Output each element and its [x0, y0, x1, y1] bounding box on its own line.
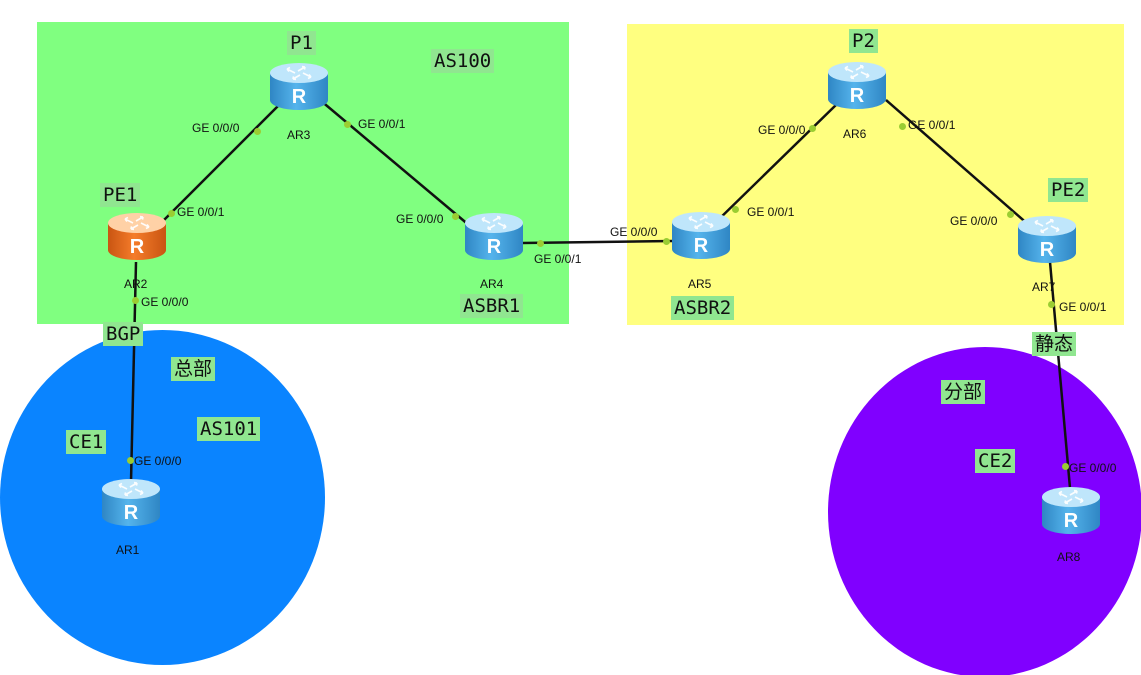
label-pe2: PE2	[1048, 178, 1089, 202]
router-ar4[interactable]: R	[463, 210, 525, 262]
port-dot	[1007, 211, 1014, 218]
link-ar7-ar8[interactable]	[1048, 261, 1072, 489]
label-as100: AS100	[431, 49, 495, 73]
port-label: GE 0/0/1	[908, 118, 956, 132]
svg-text:R: R	[130, 236, 145, 258]
port-dot	[168, 210, 175, 217]
router-name-ar3: AR3	[287, 128, 311, 142]
router-ar2[interactable]: R	[106, 210, 168, 262]
svg-text:R: R	[694, 235, 709, 257]
port-label: GE 0/0/1	[747, 205, 795, 219]
router-icon: R	[108, 213, 166, 260]
router-ar7[interactable]: R	[1016, 213, 1078, 265]
port-label: GE 0/0/0	[141, 295, 189, 309]
svg-text:R: R	[292, 86, 307, 108]
router-name-ar4: AR4	[480, 277, 504, 291]
port-dot	[732, 206, 739, 213]
port-dot	[663, 238, 670, 245]
port-dot	[809, 125, 816, 132]
router-ar5[interactable]: R	[670, 209, 732, 261]
router-name-ar6: AR6	[843, 127, 867, 141]
router-ar8[interactable]: R	[1040, 484, 1102, 536]
port-dot	[1062, 463, 1069, 470]
label-asbr2: ASBR2	[671, 296, 735, 320]
port-dot	[132, 297, 139, 304]
router-name-ar7: AR7	[1032, 280, 1056, 294]
port-label: GE 0/0/0	[396, 212, 444, 226]
label-as101: AS101	[197, 417, 261, 441]
link-ar5-ar6[interactable]	[713, 102, 839, 225]
label-branch: 分部	[941, 380, 986, 404]
port-dot	[899, 123, 906, 130]
router-name-ar1: AR1	[116, 543, 140, 557]
port-dot	[127, 457, 134, 464]
router-icon: R	[672, 212, 730, 259]
router-ar6[interactable]: R	[826, 59, 888, 111]
port-label: GE 0/0/0	[758, 123, 806, 137]
label-p2: P2	[849, 29, 878, 53]
port-dot	[452, 213, 459, 220]
link-ar4-ar5[interactable]	[521, 239, 673, 245]
router-icon: R	[270, 63, 328, 110]
svg-text:R: R	[1064, 510, 1079, 532]
router-icon: R	[828, 62, 886, 109]
label-hq: 总部	[171, 357, 216, 381]
label-ce2: CE2	[975, 449, 1016, 473]
router-icon: R	[102, 479, 160, 526]
port-label: GE 0/0/0	[610, 225, 658, 239]
port-dot	[254, 128, 261, 135]
port-dot	[1048, 301, 1055, 308]
port-label: GE 0/0/1	[1059, 300, 1107, 314]
label-pe1: PE1	[100, 183, 141, 207]
svg-text:R: R	[1040, 239, 1055, 261]
port-dot	[344, 121, 351, 128]
label-ce1: CE1	[66, 430, 107, 454]
link-ar2-ar1[interactable]	[129, 261, 138, 483]
svg-text:R: R	[124, 502, 139, 524]
port-label: GE 0/0/1	[177, 205, 225, 219]
port-label: GE 0/0/1	[358, 117, 406, 131]
label-bgp: BGP	[103, 322, 144, 346]
link-ar6-ar7[interactable]	[885, 99, 1031, 227]
label-static: 静态	[1032, 332, 1077, 356]
port-label: GE 0/0/0	[192, 121, 240, 135]
port-label: GE 0/0/0	[950, 214, 998, 228]
router-name-ar8: AR8	[1057, 550, 1081, 564]
router-name-ar2: AR2	[124, 277, 148, 291]
port-label: GE 0/0/0	[1069, 461, 1117, 475]
router-icon: R	[1018, 216, 1076, 263]
label-asbr1: ASBR1	[460, 294, 524, 318]
router-ar3[interactable]: R	[268, 60, 330, 112]
router-icon: R	[1042, 487, 1100, 534]
port-label: GE 0/0/1	[534, 252, 582, 266]
svg-text:R: R	[487, 236, 502, 258]
router-name-ar5: AR5	[688, 277, 712, 291]
hq-circle	[0, 330, 325, 665]
port-label: GE 0/0/0	[134, 454, 182, 468]
port-dot	[537, 240, 544, 247]
router-icon: R	[465, 213, 523, 260]
router-ar1[interactable]: R	[100, 476, 162, 528]
label-p1: P1	[287, 31, 316, 55]
svg-text:R: R	[850, 85, 865, 107]
